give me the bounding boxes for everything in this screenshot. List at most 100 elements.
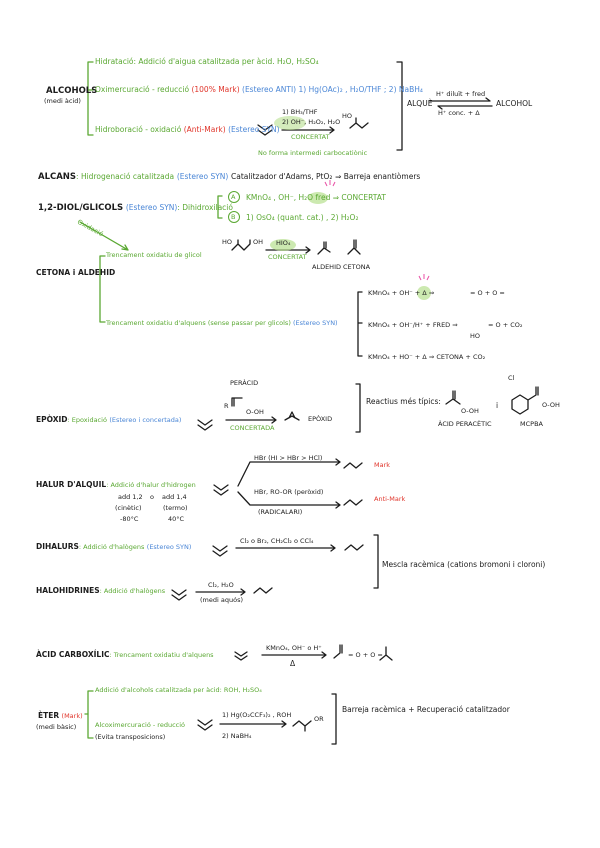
racemic-mixture-note: Mescla racèmica (cations bromoni i cloro… (382, 560, 546, 569)
dihalide-line: DIHALURS: Addició d'halògens (Estereo SY… (36, 543, 191, 551)
ether-reagent-2: 2) NaBH₄ (222, 732, 252, 740)
reaction-arrow (195, 588, 246, 596)
dihalide-structure (344, 544, 364, 551)
alkene-structure (257, 124, 273, 136)
dihalide-stereo: (Estereo SYN) (146, 543, 192, 551)
option-a-reagents: KMnO₄ , OH⁻, H₂O fred ⇒ CONCERTAT (246, 194, 386, 202)
epoxide-line: EPÒXID: Epoxidació (Estereo i concertada… (36, 416, 181, 424)
cleavage-condition-3: KMnO₄ + HO⁻ + Δ ⇒ CETONA + CO₂ (368, 353, 486, 361)
ether-subtitle: (medi bàsic) (36, 723, 77, 731)
hydration-text: Hidratació: Addició d'aigua catalitzada … (95, 57, 319, 66)
ether-or-label: OR (314, 715, 324, 723)
mcpba-label: MCPBA (520, 420, 543, 428)
reaction-arrow (219, 720, 287, 728)
option-a-text: KMnO₄ , OH⁻, H₂O (246, 193, 314, 202)
thermo-temp: 40°C (168, 515, 185, 523)
dihalide-title: DIHALURS (36, 542, 79, 551)
diols-line: 1,2-DIOL/GLICOLS (Estereo SYN): Dihidrox… (38, 204, 233, 213)
halogen-reagent: Cl₂ o Br₂, CH₂Cl₂ o CCl₄ (240, 537, 314, 545)
epoxide-product-label: EPÒXID (308, 415, 333, 423)
ether-structure (292, 720, 312, 732)
radical-label: (RADICALARI) (258, 508, 303, 516)
ketone-structure (347, 239, 361, 255)
oxymercuration-reagents: 1) Hg(OAc)₂ , H₂O/THF ; 2) NaBH₄ (298, 85, 423, 94)
kmno4-reagent: KMnO₄, OH⁻ o H⁺ (266, 644, 322, 652)
peracetic-ooh: O-OH (461, 407, 479, 415)
option-a-badge: A (231, 193, 236, 201)
ether-reagent-1: 1) Hg(O₂CCF₃)₂ , ROH (222, 711, 292, 719)
alkyl-halide-title: HALUR D'ALQUIL (36, 480, 107, 489)
diols-title: 1,2-DIOL/GLICOLS (38, 203, 124, 213)
halohydrin-label: : Addició d'halògens (99, 587, 166, 595)
anti-markovnikov-label: Anti-Mark (374, 495, 406, 503)
peracid-r: R (224, 402, 229, 410)
alkene-structure (234, 651, 248, 661)
hio4-reagent: HIO₄ (276, 239, 291, 247)
concertat-label-2: CONCERTAT (268, 253, 307, 261)
mcpba-cl: Cl (508, 374, 515, 382)
diol-ho: HO (222, 238, 233, 246)
stereo-syn-label: (Estereo SYN) (228, 125, 280, 134)
reaction-arrow (225, 416, 277, 424)
dihydroxilation-label: : Dihidroxilació (177, 203, 233, 212)
diols-stereo: (Estereo SYN) (125, 203, 178, 212)
mcpba-ring (511, 386, 539, 415)
antimark-label: (Anti-Mark) (183, 125, 226, 134)
markovnikov-label: Mark (374, 461, 391, 469)
cleavage-condition-2: KMnO₄ + OH⁻/H⁺ + FRED ⇒ (368, 321, 458, 329)
product-antimark (343, 499, 363, 506)
mark-label: (100% Mark) (191, 85, 240, 94)
ether-line: ÈTER (Mark) (38, 712, 83, 720)
option-b-badge: B (231, 213, 236, 221)
ether-side-note: Barreja racèmica + Recuperació catalitza… (342, 705, 510, 714)
alkene-structure (171, 589, 187, 601)
and-label: i (496, 401, 499, 410)
oxymercuration-label: Oximercuració - reducció (95, 85, 190, 94)
ketone-label: CETONA (343, 263, 371, 271)
add-12-label: add 1,2 (118, 493, 143, 501)
cleavage-product-2: = O + CO₂ (488, 321, 523, 329)
reaction-arrow (281, 126, 335, 134)
alkoxymercuration-text: Alcoximercuració - reducció (95, 721, 186, 729)
alkene-oxidation-label: : Trencament oxidatiu d'alquens (109, 651, 214, 659)
no-carbocation-note: No forma intermedi carbocatiònic (258, 149, 368, 157)
option-a-fred: fred (315, 193, 331, 202)
glycol-cleavage-text: Trencament oxidatiu de glicol (106, 251, 202, 259)
alkene-cleavage-text: Trencament oxidatiu d'alquens (sense pas… (106, 319, 291, 327)
concertat-label: CONCERTAT (291, 133, 330, 141)
alcohol-structure (349, 117, 369, 129)
hydrohalogenation-label: : Addició d'halur d'hidrogen (106, 481, 196, 489)
epoxidation-stereo: (Estereo i concertada) (109, 416, 182, 424)
conc-heat-label: H⁺ conc. + Δ (438, 109, 480, 117)
alcans-stereo: (Estereo SYN) (176, 172, 229, 181)
peracid-structure (231, 397, 243, 407)
halogenation-label: : Addició d'halògens (78, 543, 145, 551)
enantiomer-mix: ⇒ Barreja enantiòmers (335, 172, 421, 181)
acetone-product (379, 646, 393, 661)
diol-oh: OH (253, 238, 264, 246)
peracid-ooh: O-OH (246, 408, 264, 416)
typical-reagents-label: Reactius més típics: (366, 397, 441, 406)
epoxide-title: EPÒXID (36, 415, 68, 424)
carboxylic-acid-title: ÀCID CARBOXÍLIC (36, 650, 110, 659)
peracetic-acid-label: ÀCID PERACÈTIC (438, 420, 492, 428)
kinetic-label: (cinètic) (115, 504, 142, 512)
aldehyde-structure (317, 241, 331, 255)
aldehyde-label: ALDEHID (312, 263, 341, 271)
peracid-label: PERÀCID (230, 379, 259, 387)
alcans-title: ALCANS (38, 172, 77, 182)
alcohols-subtitle: (medi àcid) (44, 97, 81, 105)
carboxylic-acid-line: ÀCID CARBOXÍLIC: Trencament oxidatiu d'a… (36, 651, 214, 659)
halohydrin-line: HALOHIDRINES: Addició d'halògens (36, 587, 165, 595)
alkene-label: ALQUÈ (407, 99, 433, 108)
epoxide-structure (284, 411, 300, 421)
alcans-line: ALCANS: Hidrogenació catalitzada (Estere… (38, 173, 420, 182)
alkene-cleavage-stereo: (Estereo SYN) (292, 319, 338, 327)
cleavage-product-1: = O + O = (470, 289, 505, 297)
adams-catalyst: Catalitzador d'Adams, PtO₂ (231, 172, 333, 181)
halohydrin-structure (253, 587, 273, 594)
epoxidation-label: : Epoxidació (67, 416, 107, 424)
concertada-label: CONCERTADA (230, 424, 275, 432)
option-a-result: ⇒ CONCERTAT (332, 193, 386, 202)
option-b-reagents: 1) OsO₄ (quant. cat.) , 2) H₂O₂ (246, 213, 359, 222)
